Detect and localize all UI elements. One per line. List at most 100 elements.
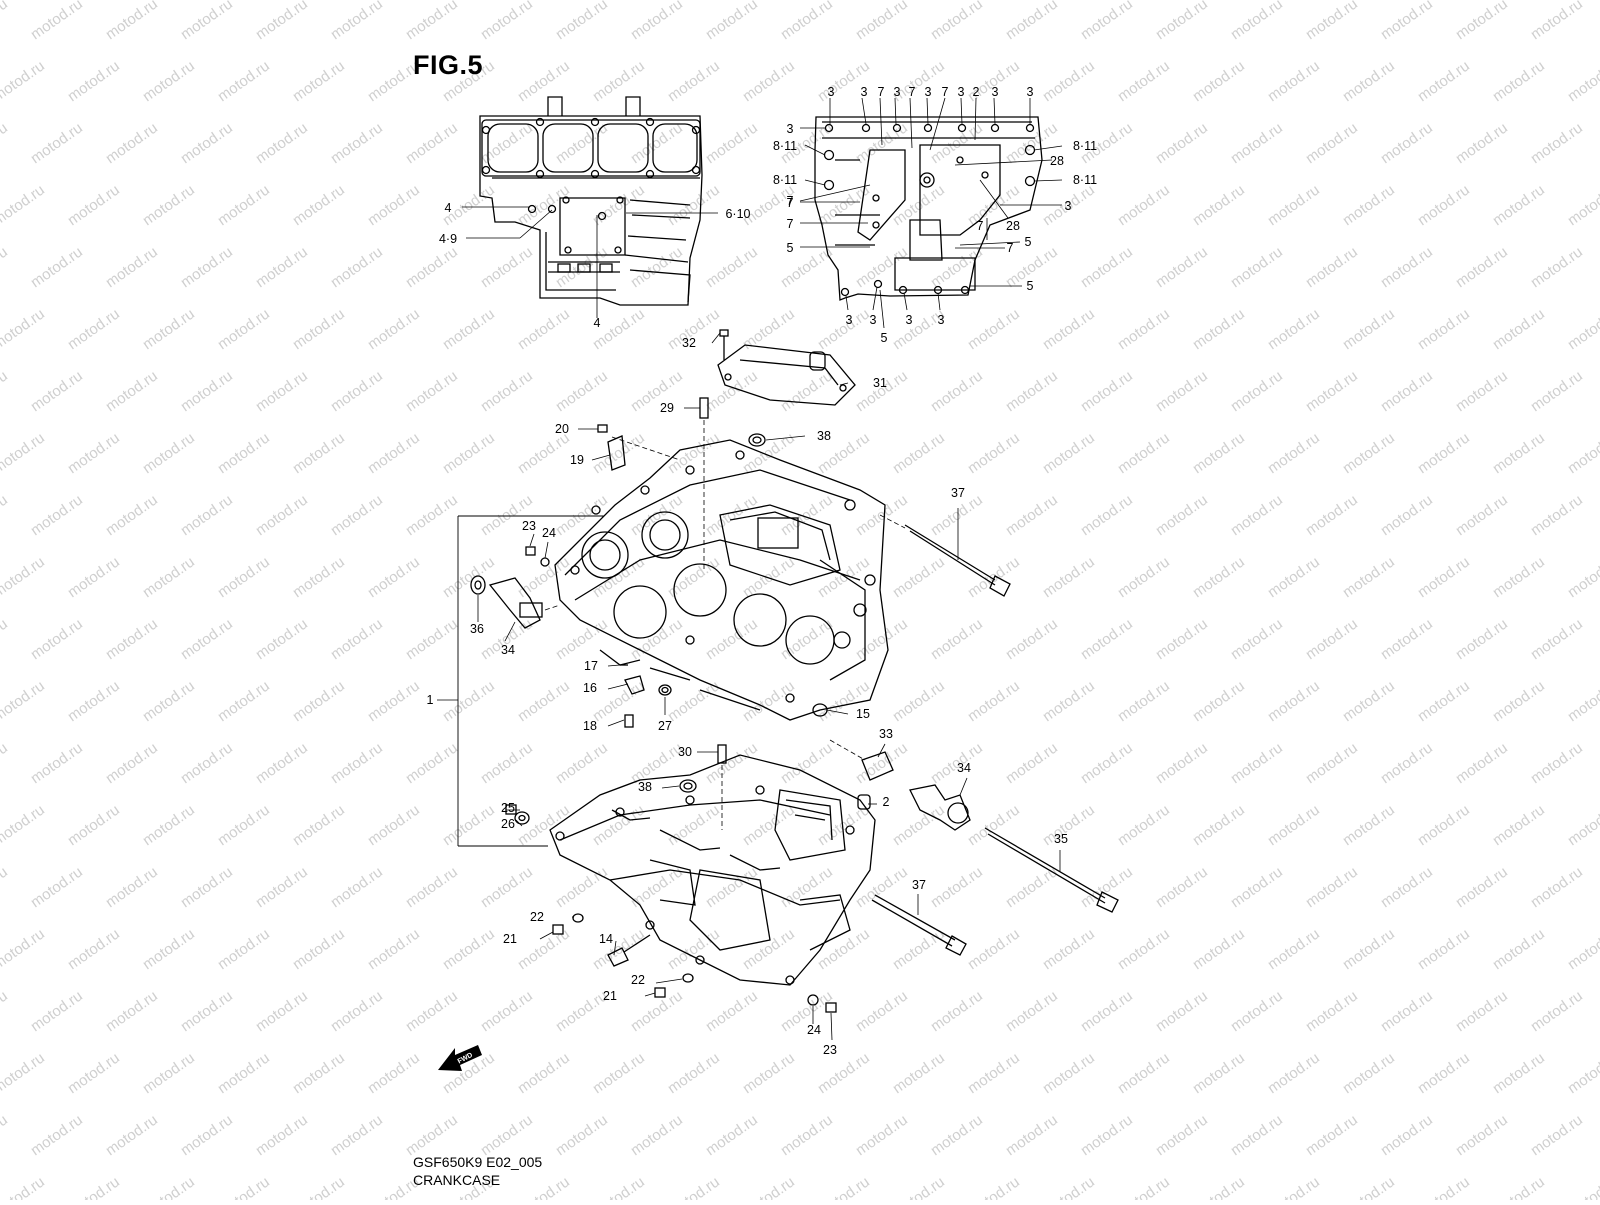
watermark-text: motod.ru — [1228, 987, 1286, 1035]
watermark-text: motod.ru — [740, 57, 798, 105]
watermark-text: motod.ru — [290, 553, 348, 601]
watermark-text: motod.ru — [928, 243, 986, 291]
watermark-text: motod.ru — [1003, 491, 1061, 539]
watermark-text: motod.ru — [853, 615, 911, 663]
watermark-text: motod.ru — [290, 1173, 348, 1200]
watermark-text: motod.ru — [28, 243, 86, 291]
watermark-text: motod.ru — [1378, 491, 1436, 539]
watermark-text: motod.ru — [28, 987, 86, 1035]
watermark-text: motod.ru — [1565, 801, 1600, 849]
watermark-text: motod.ru — [328, 367, 386, 415]
watermark-text: motod.ru — [515, 801, 573, 849]
watermark-text: motod.ru — [1153, 987, 1211, 1035]
watermark-text: motod.ru — [1528, 119, 1586, 167]
watermark-text: motod.ru — [703, 1111, 761, 1159]
watermark-text: motod.ru — [478, 243, 536, 291]
watermark-text: motod.ru — [1153, 243, 1211, 291]
watermark-text: motod.ru — [1415, 305, 1473, 353]
watermark-text: motod.ru — [103, 0, 161, 43]
watermark-text: motod.ru — [403, 615, 461, 663]
watermark-text: motod.ru — [140, 57, 198, 105]
watermark-text: motod.ru — [1153, 615, 1211, 663]
watermark-text: motod.ru — [1228, 615, 1286, 663]
watermark-text: motod.ru — [440, 553, 498, 601]
watermark-text: motod.ru — [478, 739, 536, 787]
watermark-text: motod.ru — [1190, 305, 1248, 353]
callout-main-10: 21 — [503, 932, 517, 946]
watermark-text: motod.ru — [328, 0, 386, 43]
watermark-text: motod.ru — [328, 615, 386, 663]
watermark-text: motod.ru — [328, 119, 386, 167]
watermark-text: motod.ru — [1303, 739, 1361, 787]
watermark-text: motod.ru — [403, 367, 461, 415]
watermark-text: motod.ru — [140, 553, 198, 601]
watermark-text: motod.ru — [1303, 0, 1361, 43]
watermark-text: motod.ru — [1415, 1049, 1473, 1097]
watermark-text: motod.ru — [928, 367, 986, 415]
callout-top-right-top-row-9: 2 — [973, 85, 980, 99]
callout-top-left-4: 6·10 — [725, 207, 750, 221]
watermark-text: motod.ru — [628, 0, 686, 43]
watermark-text: motod.ru — [740, 1173, 798, 1200]
watermark-text: motod.ru — [1303, 1111, 1361, 1159]
watermark-text: motod.ru — [65, 925, 123, 973]
watermark-text: motod.ru — [1228, 739, 1286, 787]
lower-crankcase-bottom-view — [814, 116, 1043, 301]
watermark-text: motod.ru — [365, 429, 423, 477]
callout-top-right-left-1: 3 — [787, 122, 794, 136]
watermark-text: motod.ru — [1490, 57, 1548, 105]
top-right-leaders — [799, 97, 1063, 329]
top-left-leaders — [462, 206, 718, 318]
watermark-text: motod.ru — [740, 1049, 798, 1097]
watermark-text: motod.ru — [1228, 491, 1286, 539]
callout-main-7: 18 — [583, 719, 597, 733]
watermark-text: motod.ru — [140, 925, 198, 973]
callout-top-right-top-row-2: 3 — [861, 85, 868, 99]
watermark-text: motod.ru — [1490, 429, 1548, 477]
watermark-text: motod.ru — [1303, 243, 1361, 291]
watermark-text: motod.ru — [0, 1111, 11, 1159]
watermark-text: motod.ru — [1303, 987, 1361, 1035]
watermark-text: motod.ru — [403, 491, 461, 539]
watermark-text: motod.ru — [778, 367, 836, 415]
watermark-text: motod.ru — [515, 305, 573, 353]
watermark-text: motod.ru — [1415, 553, 1473, 601]
watermark-text: motod.ru — [1340, 305, 1398, 353]
watermark-text: motod.ru — [1528, 863, 1586, 911]
watermark-text: motod.ru — [1565, 925, 1600, 973]
watermark-text: motod.ru — [103, 1111, 161, 1159]
watermark-text: motod.ru — [365, 1049, 423, 1097]
watermark-text: motod.ru — [665, 925, 723, 973]
watermark-text: motod.ru — [1228, 367, 1286, 415]
watermark-text: motod.ru — [1490, 1173, 1548, 1200]
callout-top-right-top-row-7: 7 — [942, 85, 949, 99]
watermark-text: motod.ru — [65, 305, 123, 353]
watermark-text: motod.ru — [0, 429, 48, 477]
watermark-text: motod.ru — [740, 305, 798, 353]
watermark-text: motod.ru — [290, 677, 348, 725]
watermark-text: motod.ru — [515, 677, 573, 725]
watermark-text: motod.ru — [778, 1111, 836, 1159]
watermark-text: motod.ru — [103, 367, 161, 415]
watermark-text: motod.ru — [0, 801, 48, 849]
watermark-text: motod.ru — [553, 615, 611, 663]
callout-top-right-top-row-10: 3 — [992, 85, 999, 99]
watermark-text: motod.ru — [1003, 367, 1061, 415]
watermark-text: motod.ru — [1153, 863, 1211, 911]
callout-top-right-right-6: 7 — [977, 219, 984, 233]
watermark-text: motod.ru — [0, 925, 48, 973]
watermark-text: motod.ru — [703, 863, 761, 911]
watermark-text: motod.ru — [1415, 677, 1473, 725]
watermark-text: motod.ru — [928, 615, 986, 663]
watermark-text: motod.ru — [1040, 57, 1098, 105]
watermark-text: motod.ru — [1565, 677, 1600, 725]
watermark-text: motod.ru — [1528, 0, 1586, 43]
callout-top-right-bottom-4: 3 — [906, 313, 913, 327]
watermark-text: motod.ru — [1378, 367, 1436, 415]
watermark-text: motod.ru — [65, 1049, 123, 1097]
watermark-text: motod.ru — [103, 119, 161, 167]
watermark-text: motod.ru — [1340, 925, 1398, 973]
callout-main-4: 15 — [856, 707, 870, 721]
watermark-text: motod.ru — [1040, 677, 1098, 725]
watermark-text: motod.ru — [1565, 181, 1600, 229]
